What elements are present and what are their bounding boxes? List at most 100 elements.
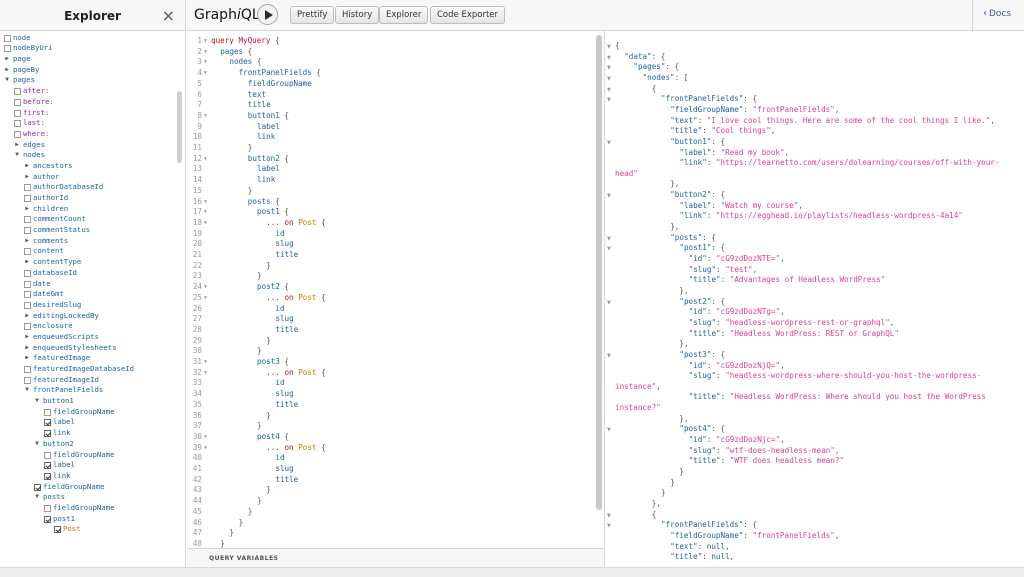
fold-icon[interactable]: ▼	[204, 155, 208, 162]
checkbox-icon[interactable]	[44, 504, 51, 512]
explorer-row[interactable]: label	[0, 417, 176, 428]
explorer-row[interactable]: authorDatabaseId	[0, 182, 176, 193]
explorer-row[interactable]: featuredImageId	[0, 375, 176, 386]
fold-icon[interactable]: ▼	[204, 219, 208, 226]
prettify-button[interactable]: Prettify	[290, 6, 335, 24]
explorer-row[interactable]: ▼pages	[0, 75, 176, 86]
checkbox-icon[interactable]	[24, 184, 31, 192]
fold-icon[interactable]: ▼	[204, 284, 208, 291]
caret-down-icon[interactable]: ▼	[15, 151, 19, 159]
checkbox-icon[interactable]	[24, 227, 31, 235]
checkbox-checked-icon[interactable]	[34, 483, 41, 491]
code-exporter-button[interactable]: Code Exporter	[430, 6, 506, 24]
explorer-row[interactable]: ▶featuredImage	[0, 353, 176, 364]
caret-right-icon[interactable]: ▶	[25, 172, 29, 180]
checkbox-checked-icon[interactable]	[44, 462, 51, 470]
explorer-row[interactable]: ▶children	[0, 204, 176, 215]
play-icon[interactable]	[257, 4, 278, 25]
fold-icon[interactable]: ▼	[607, 97, 611, 104]
checkbox-icon[interactable]	[24, 195, 31, 202]
editor-scrollbar[interactable]	[596, 35, 602, 510]
explorer-row[interactable]: link	[0, 428, 176, 439]
explorer-row[interactable]: before:	[0, 97, 176, 108]
explorer-row[interactable]: authorId	[0, 193, 176, 204]
fold-icon[interactable]: ▼	[204, 38, 208, 44]
fold-icon[interactable]: ▼	[204, 48, 208, 55]
explorer-row[interactable]: ▶author	[0, 172, 176, 183]
caret-right-icon[interactable]: ▶	[25, 161, 29, 169]
explorer-row[interactable]: ▶editingLockedBy	[0, 311, 176, 322]
caret-down-icon[interactable]: ▼	[35, 439, 39, 447]
fold-icon[interactable]: ▼	[204, 112, 208, 119]
query-variables-bar[interactable]: QUERY VARIABLES	[187, 548, 604, 567]
explorer-row[interactable]: ▶pageBy	[0, 65, 176, 76]
checkbox-icon[interactable]	[14, 98, 21, 106]
checkbox-checked-icon[interactable]	[44, 430, 51, 438]
fold-icon[interactable]: ▼	[204, 444, 208, 451]
checkbox-checked-icon[interactable]	[44, 472, 51, 480]
checkbox-checked-icon[interactable]	[44, 515, 51, 523]
caret-right-icon[interactable]: ▶	[5, 55, 9, 63]
fold-icon[interactable]: ▼	[607, 75, 611, 82]
fold-icon[interactable]: ▼	[607, 65, 611, 72]
explorer-row[interactable]: ▶comments	[0, 236, 176, 247]
checkbox-icon[interactable]	[44, 451, 51, 459]
fold-icon[interactable]: ▼	[607, 86, 611, 93]
checkbox-checked-icon[interactable]	[44, 419, 51, 427]
checkbox-icon[interactable]	[24, 269, 31, 277]
checkbox-icon[interactable]	[24, 248, 31, 256]
caret-right-icon[interactable]: ▶	[25, 204, 29, 212]
explorer-row[interactable]: ▶enqueuedScripts	[0, 332, 176, 343]
fold-icon[interactable]: ▼	[607, 512, 611, 519]
caret-right-icon[interactable]: ▶	[25, 354, 29, 362]
checkbox-icon[interactable]	[24, 366, 31, 373]
caret-right-icon[interactable]: ▶	[25, 258, 29, 266]
fold-icon[interactable]: ▼	[607, 54, 611, 61]
explorer-row[interactable]: after:	[0, 86, 176, 97]
fold-icon[interactable]: ▼	[607, 235, 611, 242]
fold-icon[interactable]: ▼	[204, 70, 208, 77]
fold-icon[interactable]: ▼	[607, 352, 611, 359]
fold-icon[interactable]: ▼	[607, 139, 611, 146]
fold-icon[interactable]: ▼	[607, 246, 611, 253]
explorer-row[interactable]: dateGmt	[0, 289, 176, 300]
checkbox-icon[interactable]	[4, 34, 11, 42]
fold-icon[interactable]: ▼	[204, 433, 208, 440]
explorer-row[interactable]: featuredImageDatabaseId	[0, 364, 176, 375]
docs-button[interactable]: ‹Docs	[983, 8, 1011, 19]
checkbox-icon[interactable]	[24, 376, 31, 384]
explorer-row[interactable]: commentCount	[0, 214, 176, 225]
explorer-row[interactable]: content	[0, 246, 176, 257]
explorer-row[interactable]: fieldGroupName	[0, 482, 176, 493]
caret-right-icon[interactable]: ▶	[25, 343, 29, 351]
explorer-row[interactable]: ▶contentType	[0, 257, 176, 268]
explorer-row[interactable]: label	[0, 460, 176, 471]
checkbox-icon[interactable]	[44, 408, 51, 416]
fold-icon[interactable]: ▼	[204, 369, 208, 376]
explorer-row[interactable]: ▼button2	[0, 439, 176, 450]
caret-right-icon[interactable]: ▶	[5, 65, 9, 73]
fold-icon[interactable]: ▼	[204, 294, 208, 301]
fold-icon[interactable]: ▼	[607, 44, 611, 50]
checkbox-icon[interactable]	[14, 88, 21, 96]
explorer-row[interactable]: ▼frontPanelFields	[0, 385, 176, 396]
explorer-row[interactable]: fieldGroupName	[0, 450, 176, 461]
fold-icon[interactable]: ▼	[607, 299, 611, 306]
explorer-scrollbar[interactable]	[177, 91, 182, 163]
caret-right-icon[interactable]: ▶	[15, 140, 19, 148]
explorer-row[interactable]: ▶page	[0, 54, 176, 65]
explorer-row[interactable]: ▶edges	[0, 140, 176, 151]
explorer-row[interactable]: enclosure	[0, 321, 176, 332]
explorer-row[interactable]: ▶enqueuedStylesheets	[0, 343, 176, 354]
query-editor[interactable]: 1▼query MyQuery {2▼pages {3▼nodes {4▼fro…	[187, 31, 605, 567]
explorer-row[interactable]: where:	[0, 129, 176, 140]
explorer-row[interactable]: ▼button1	[0, 396, 176, 407]
caret-down-icon[interactable]: ▼	[5, 76, 9, 84]
checkbox-icon[interactable]	[24, 291, 31, 299]
checkbox-icon[interactable]	[24, 216, 31, 224]
explorer-row[interactable]: desiredSlug	[0, 300, 176, 311]
caret-right-icon[interactable]: ▶	[25, 236, 29, 244]
checkbox-icon[interactable]	[24, 280, 31, 288]
explorer-row[interactable]: first:	[0, 108, 176, 119]
explorer-row[interactable]: fieldGroupName	[0, 503, 176, 514]
